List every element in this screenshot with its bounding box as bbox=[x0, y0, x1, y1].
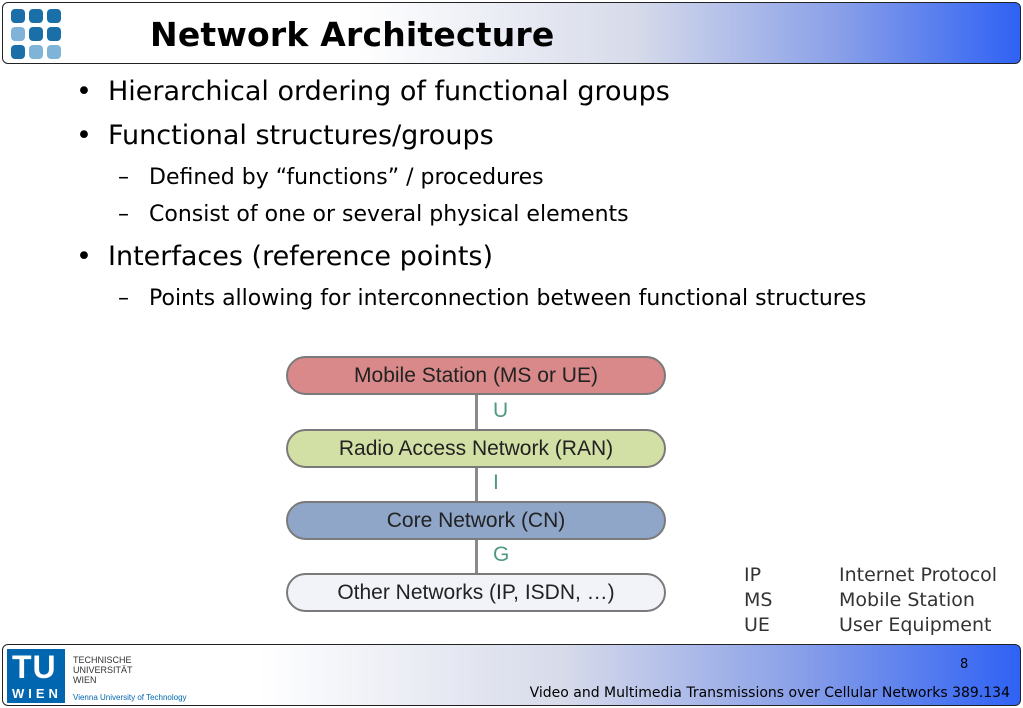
dot-grid-logo-icon bbox=[11, 9, 61, 59]
legend-abbr: MS bbox=[744, 589, 773, 611]
page-title: Network Architecture bbox=[150, 15, 555, 54]
bullet-marker: • bbox=[76, 76, 92, 107]
legend-full: Internet Protocol bbox=[839, 564, 998, 586]
bullet-text: Functional structures/groups bbox=[108, 120, 494, 151]
sub-bullet-marker: – bbox=[118, 165, 129, 190]
mobile-station-box: Mobile Station (MS or UE) bbox=[286, 356, 666, 395]
legend-full: Mobile Station bbox=[839, 589, 975, 611]
sub-bullet-text: Consist of one or several physical eleme… bbox=[149, 202, 629, 227]
legend-row: UE User Equipment bbox=[744, 614, 1014, 639]
bullet-marker: • bbox=[76, 120, 92, 151]
connector-line bbox=[475, 468, 478, 502]
logo-subtitle: Vienna University of Technology bbox=[73, 693, 187, 702]
interface-label-u: U bbox=[493, 399, 509, 422]
logo-text: TECHNISCHE UNIVERSITÄT WIEN bbox=[73, 655, 133, 685]
legend-abbr: IP bbox=[744, 564, 762, 586]
bullet-text: Interfaces (reference points) bbox=[108, 241, 494, 272]
sub-bullet-marker: – bbox=[118, 202, 129, 227]
legend-row: MS Mobile Station bbox=[744, 589, 1014, 614]
connector-line bbox=[475, 395, 478, 429]
sub-bullet-marker: – bbox=[118, 286, 129, 311]
legend-abbr: UE bbox=[744, 614, 770, 636]
tu-wien-logo: TU WIEN TECHNISCHE UNIVERSITÄT WIEN Vien… bbox=[7, 649, 203, 703]
network-architecture-diagram: Mobile Station (MS or UE) U Radio Access… bbox=[286, 354, 670, 616]
header-bar: Network Architecture bbox=[2, 2, 1021, 64]
tu-wien-mark-icon: TU WIEN bbox=[7, 649, 65, 703]
interface-label-i: I bbox=[493, 471, 499, 494]
sub-bullet-text: Defined by “functions” / procedures bbox=[149, 165, 544, 190]
legend-full: User Equipment bbox=[839, 614, 992, 636]
logo-line: TECHNISCHE bbox=[73, 655, 132, 665]
logo-line: WIEN bbox=[73, 675, 97, 685]
footer-bar: TU WIEN TECHNISCHE UNIVERSITÄT WIEN Vien… bbox=[2, 644, 1021, 706]
course-title: Video and Multimedia Transmissions over … bbox=[529, 685, 1010, 701]
interface-label-g: G bbox=[493, 543, 510, 566]
bullet-marker: • bbox=[76, 241, 92, 272]
logo-mark-top: TU bbox=[12, 649, 57, 685]
other-networks-box: Other Networks (IP, ISDN, …) bbox=[286, 573, 666, 612]
page-number: 8 bbox=[960, 657, 969, 672]
legend-row: IP Internet Protocol bbox=[744, 564, 1014, 589]
radio-access-network-box: Radio Access Network (RAN) bbox=[286, 429, 666, 468]
bullet-text: Hierarchical ordering of functional grou… bbox=[108, 76, 670, 107]
sub-bullet-text: Points allowing for interconnection betw… bbox=[149, 286, 867, 311]
logo-mark-bottom: WIEN bbox=[12, 686, 62, 701]
core-network-box: Core Network (CN) bbox=[286, 501, 666, 540]
connector-line bbox=[475, 540, 478, 574]
logo-line: UNIVERSITÄT bbox=[73, 665, 133, 675]
abbreviation-legend: IP Internet Protocol MS Mobile Station U… bbox=[744, 564, 1014, 639]
